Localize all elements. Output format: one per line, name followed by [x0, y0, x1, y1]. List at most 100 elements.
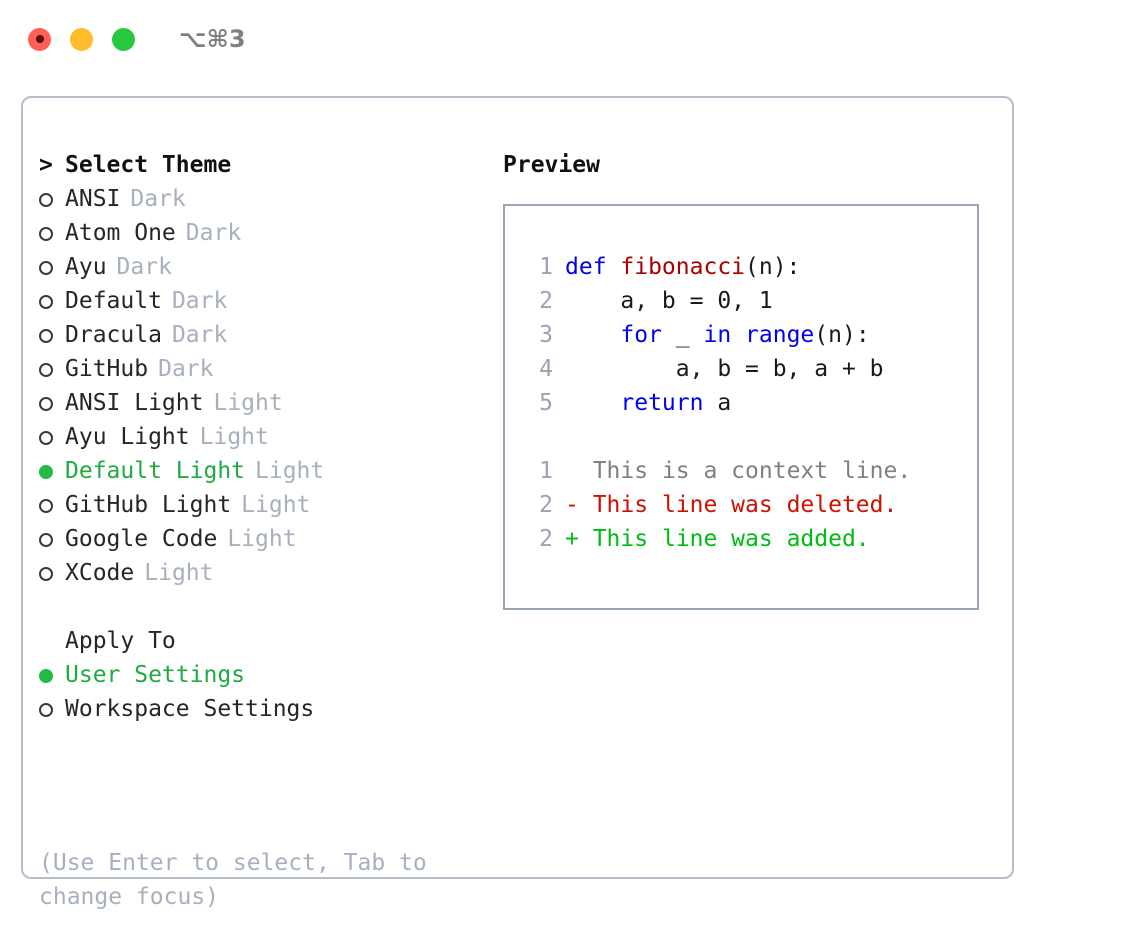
code-line: 5 return a [505, 386, 977, 420]
theme-name: Atom One [65, 220, 176, 246]
marker-cell [39, 386, 65, 420]
apply-to-item[interactable]: User Settings [39, 658, 494, 692]
code-token [731, 322, 745, 348]
code-token [565, 322, 620, 348]
marker-cell [39, 488, 65, 522]
radio-unselected-icon [39, 567, 53, 581]
radio-unselected-icon [39, 397, 53, 411]
theme-variant-tag: Dark [130, 186, 186, 212]
theme-variant-tag: Dark [158, 356, 214, 382]
diff-sign [565, 454, 579, 488]
diff-sample: 1 This is a context line.2- This line wa… [505, 454, 977, 556]
code-token: in [703, 322, 732, 348]
theme-variant-tag: Light [199, 424, 269, 450]
line-number: 2 [539, 526, 553, 552]
apply-to-item[interactable]: Workspace Settings [39, 692, 494, 726]
theme-variant-tag: Dark [171, 288, 228, 314]
marker-cell [39, 420, 65, 454]
code-token: a, b = b, a + b [565, 356, 884, 382]
section-spacer [39, 590, 494, 624]
close-button[interactable] [28, 27, 51, 51]
code-token: (n): [814, 322, 870, 348]
theme-variant-tag: Light [213, 390, 283, 416]
theme-variant-tag: Light [241, 492, 311, 518]
code-line-text: return a [565, 386, 731, 420]
marker-cell [39, 522, 65, 556]
radio-unselected-icon [39, 703, 53, 717]
radio-unselected-icon [39, 193, 53, 207]
diff-line: 2- This line was deleted. [505, 488, 977, 522]
theme-variant-tag: Dark [171, 322, 228, 348]
code-line-text: a, b = b, a + b [565, 352, 884, 386]
select-theme-title: Select Theme [65, 152, 232, 178]
code-line-text: def fibonacci(n): [565, 250, 800, 284]
diff-text: This is a context line. [578, 458, 912, 484]
radio-unselected-icon [39, 431, 53, 445]
code-token: a, b = 0, 1 [565, 288, 773, 314]
code-line-text: for _ in range(n): [565, 318, 870, 352]
marker-cell [39, 556, 65, 590]
theme-name: Default Light [65, 458, 246, 484]
marker-cell [39, 182, 65, 216]
theme-variant-tag: Light [144, 560, 214, 586]
marker-cell [39, 692, 65, 726]
keyboard-hint: (Use Enter to select, Tab to change focu… [39, 850, 427, 910]
code-token: range [745, 322, 815, 348]
theme-name: Ayu Light [65, 424, 190, 450]
radio-unselected-icon [39, 363, 53, 377]
radio-unselected-icon [39, 227, 53, 241]
code-line: 3 for _ in range(n): [505, 318, 977, 352]
diff-line: 2+ This line was added. [505, 522, 977, 556]
marker-cell [39, 284, 65, 318]
code-token: def [565, 254, 621, 280]
minimize-button[interactable] [70, 27, 93, 51]
theme-list-item[interactable]: GitHub Dark [39, 352, 494, 386]
code-token: _ [661, 322, 704, 348]
line-number: 3 [539, 322, 553, 348]
marker-cell [39, 454, 65, 488]
theme-list-item[interactable]: XCode Light [39, 556, 494, 590]
theme-name: XCode [65, 560, 135, 586]
code-line: 4 a, b = b, a + b [505, 352, 977, 386]
code-token [565, 390, 620, 416]
radio-unselected-icon [39, 329, 53, 343]
radio-unselected-icon [39, 261, 53, 275]
code-token: a [703, 390, 732, 416]
theme-name: Google Code [65, 526, 218, 552]
radio-selected-icon [39, 669, 53, 683]
select-theme-header: > Select Theme [39, 148, 494, 182]
theme-list-item[interactable]: Ayu Light Light [39, 420, 494, 454]
diff-line: 1 This is a context line. [505, 454, 977, 488]
theme-list-item[interactable]: GitHub Light Light [39, 488, 494, 522]
line-number: 4 [539, 356, 553, 382]
code-token: fibonacci [620, 254, 746, 280]
marker-cell [39, 352, 65, 386]
theme-name: GitHub [65, 356, 149, 382]
radio-unselected-icon [39, 499, 53, 513]
theme-list-item[interactable]: ANSI Light Light [39, 386, 494, 420]
radio-selected-icon [39, 465, 53, 479]
theme-list-item[interactable]: Default Dark [39, 284, 494, 318]
line-number: 5 [539, 390, 553, 416]
apply-to-label: Workspace Settings [65, 696, 315, 722]
theme-name: GitHub Light [65, 492, 232, 518]
marker-cell [39, 250, 65, 284]
maximize-button[interactable] [112, 27, 135, 51]
apply-to-header: Apply To [39, 624, 494, 658]
theme-name: ANSI Light [65, 390, 204, 416]
diff-text: This line was added. [578, 526, 870, 552]
title-bar: ⌥⌘3 [0, 0, 1140, 78]
keyboard-shortcut-label: ⌥⌘3 [179, 25, 246, 53]
theme-name: Default [65, 288, 162, 314]
line-number: 1 [539, 254, 553, 280]
